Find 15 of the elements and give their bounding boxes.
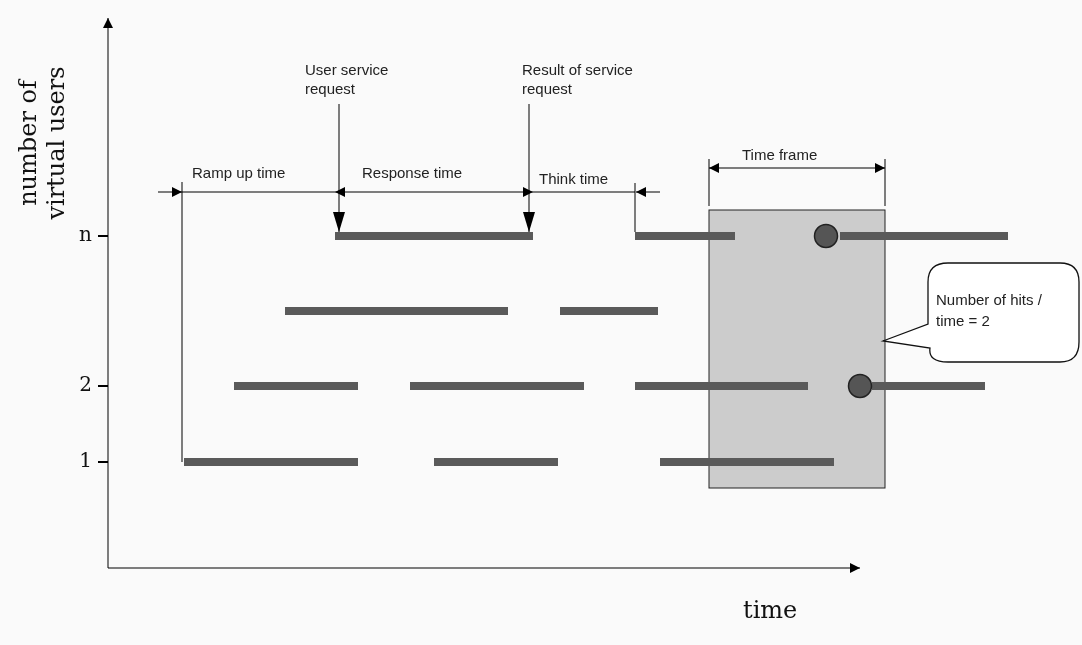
- axis-title: time: [743, 596, 799, 624]
- callout-text: Number of hits / time = 2: [936, 290, 1043, 331]
- dimension-label: Response time: [362, 163, 464, 182]
- dimension-label: Think time: [539, 169, 610, 188]
- dimension-label: Ramp up time: [192, 163, 287, 182]
- axis-title: number of virtual users: [14, 65, 70, 222]
- session-bar: [335, 232, 533, 240]
- tick-label: 1: [78, 448, 92, 472]
- tick-label: n: [78, 222, 92, 246]
- dimension-label: Time frame: [742, 145, 819, 164]
- annotation-text: User service request: [305, 60, 415, 100]
- tick-label: 2: [78, 372, 92, 396]
- arrow: [333, 103, 345, 233]
- annotation-text: Result of service request: [522, 60, 672, 100]
- arrow: [523, 103, 535, 233]
